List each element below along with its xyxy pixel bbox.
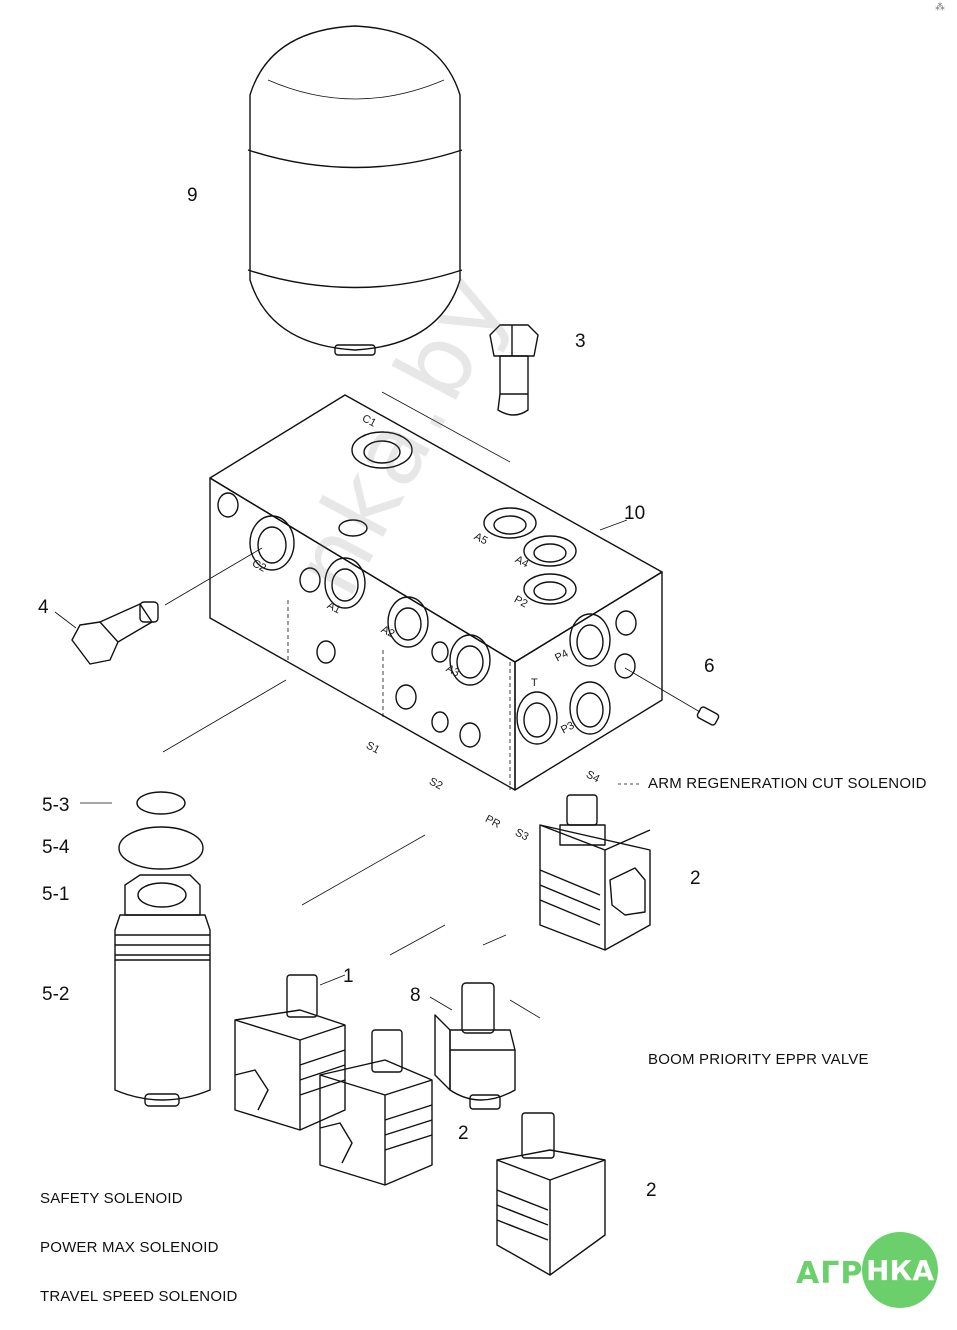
- part-number-5-1: 5-1: [42, 884, 70, 905]
- logo-word-right: НКА: [866, 1254, 934, 1287]
- part-number-8: 8: [410, 985, 421, 1006]
- corner-mark: ⁂: [935, 2, 945, 13]
- part-number-9: 9: [187, 185, 198, 206]
- part-number-10: 10: [624, 503, 646, 524]
- part-number-5-2: 5-2: [42, 984, 70, 1005]
- plug-part-3: [489, 324, 539, 416]
- solenoid-part-2-lower: [496, 1112, 606, 1276]
- part-number-3: 3: [575, 331, 586, 352]
- plug-part-6: [624, 667, 720, 726]
- part-number-5-3: 5-3: [42, 795, 70, 816]
- solenoid-part-2-upper: [539, 794, 651, 951]
- accumulator-part-9: [247, 25, 463, 356]
- solenoid-part-1: [234, 974, 346, 1131]
- logo-circle: НКА: [862, 1232, 938, 1308]
- caption-boom-priority-eppr-valve: BOOM PRIORITY EPPR VALVE: [648, 1051, 869, 1068]
- valve-block-part-10: [209, 394, 663, 791]
- plug-part-4: [54, 547, 263, 665]
- caption-power-max-solenoid: POWER MAX SOLENOID: [40, 1239, 219, 1256]
- part-number-4: 4: [38, 597, 49, 618]
- part-number-6: 6: [704, 656, 715, 677]
- part-number-2-lower: 2: [646, 1180, 657, 1201]
- part-number-5-4: 5-4: [42, 837, 70, 858]
- o-ring-part-5-3: [136, 791, 186, 815]
- part-number-2-middle: 2: [458, 1123, 469, 1144]
- port-label-t: T: [531, 677, 538, 689]
- part-number-2-upper: 2: [690, 868, 701, 889]
- cartridge-part-5: [114, 874, 211, 1107]
- o-ring-part-5-4: [118, 826, 204, 870]
- agronka-logo: АГРО НКА: [796, 1232, 946, 1312]
- caption-travel-speed-solenoid: TRAVEL SPEED SOLENOID: [40, 1288, 238, 1305]
- solenoid-part-2-middle: [319, 1029, 433, 1186]
- caption-arm-regeneration-cut-solenoid: ARM REGENERATION CUT SOLENOID: [648, 775, 927, 792]
- caption-safety-solenoid: SAFETY SOLENOID: [40, 1190, 183, 1207]
- eppr-valve-part-8: [429, 982, 541, 1110]
- part-number-1: 1: [343, 966, 354, 987]
